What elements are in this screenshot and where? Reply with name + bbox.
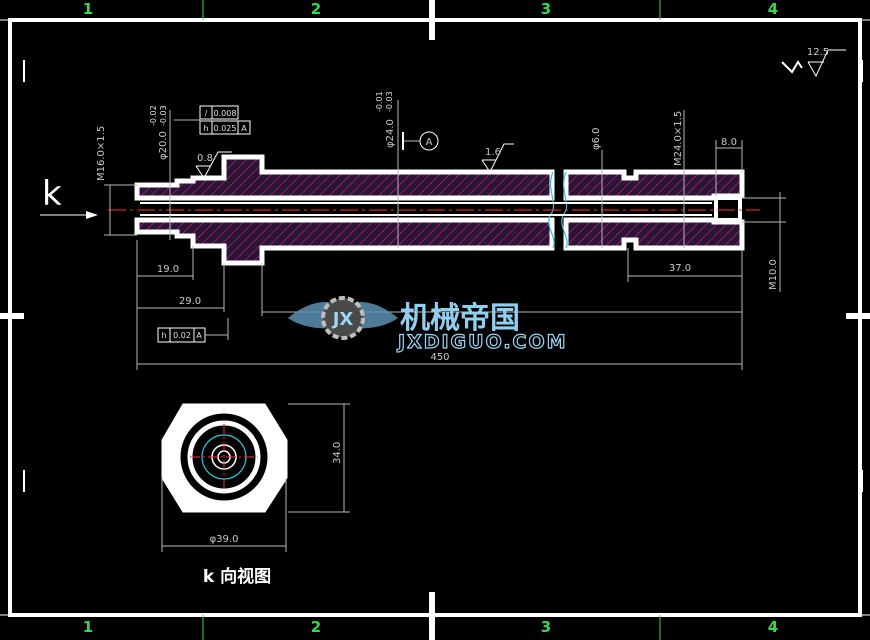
zone-labels-top: 1 2 3 4 <box>83 0 778 18</box>
tolerance-datum: A <box>196 331 202 340</box>
dim-len-450: 450 <box>430 352 449 363</box>
general-roughness-symbol: 12.5 <box>781 47 846 78</box>
gear-icon <box>321 296 365 340</box>
tolerance-symbol: h <box>161 331 166 340</box>
dim-len-37: 37.0 <box>669 263 691 274</box>
zone-label: 4 <box>768 0 778 18</box>
zone-label: 1 <box>83 0 93 18</box>
zone-label: 2 <box>311 618 321 636</box>
dim-dia-20: φ20.0 <box>158 131 169 160</box>
dim-view-dia: φ39.0 <box>210 534 239 545</box>
tolerance-value: 0.008 <box>214 109 237 118</box>
watermark-url: JXDIGUO.COM <box>396 331 568 353</box>
datum-label: A <box>426 137 433 148</box>
dim-thread-right: M24.0×1.5 <box>673 111 684 166</box>
dim-dia-24-upper-tol: -0.01 <box>375 91 384 112</box>
zone-labels-bottom: 1 2 3 4 <box>83 618 778 636</box>
shaft-section <box>108 154 760 266</box>
view-marker-label: k <box>42 174 62 214</box>
tolerance-value: 0.02 <box>173 331 191 340</box>
zone-label: 2 <box>311 0 321 18</box>
dim-len-29: 29.0 <box>179 296 201 307</box>
dim-len-8: 8.0 <box>721 137 737 148</box>
roughness-surface-a: 1.6 <box>485 147 501 158</box>
dim-dia-20-lower-tol: -0.03 <box>159 105 168 126</box>
dim-view-height: 34.0 <box>332 442 343 464</box>
view-arrow: k <box>40 174 98 219</box>
tolerance-symbol: / <box>205 109 208 118</box>
dimensions-right: φ24.0 -0.01 -0.03 A 1.6 φ6.0 M24.0×1.5 8… <box>375 91 786 292</box>
watermark-title: 机械帝国 <box>400 301 520 336</box>
zone-label: 3 <box>541 618 551 636</box>
tolerance-value: 0.025 <box>214 124 237 133</box>
dim-len-19: 19.0 <box>157 264 179 275</box>
zone-label: 1 <box>83 618 93 636</box>
dim-thread-left: M16.0×1.5 <box>96 126 107 181</box>
tolerance-symbol: h <box>203 124 208 133</box>
tolerance-frame-coaxial-bottom: h 0.02 A <box>157 318 229 343</box>
watermark-logo: JX 机械帝国 JXDIGUO.COM <box>288 296 568 354</box>
dim-dia-24: φ24.0 <box>385 119 396 148</box>
tolerance-frame-coaxial-top: h 0.025 A <box>174 119 251 135</box>
k-view: 34.0 φ39.0 k 向视图 <box>161 403 350 587</box>
dim-dia-24-lower-tol: -0.03 <box>385 91 394 112</box>
tolerance-frame-runout: / 0.008 <box>199 105 239 120</box>
roughness-value: 12.5 <box>807 47 829 58</box>
dim-dia-20-upper-tol: -0.02 <box>149 105 158 126</box>
dim-thread-m10: M10.0 <box>768 259 779 290</box>
roughness-surface-b: 0.8 <box>197 153 213 164</box>
zone-label: 4 <box>768 618 778 636</box>
dimensions-left: M16.0×1.5 φ20.0 -0.02 -0.03 0.8 19.0 29.… <box>96 105 743 370</box>
svg-text:JX: JX <box>331 309 354 330</box>
view-caption: k 向视图 <box>203 566 271 587</box>
tolerance-datum: A <box>241 124 247 133</box>
dim-dia-6: φ6.0 <box>591 128 602 151</box>
zone-label: 3 <box>541 0 551 18</box>
